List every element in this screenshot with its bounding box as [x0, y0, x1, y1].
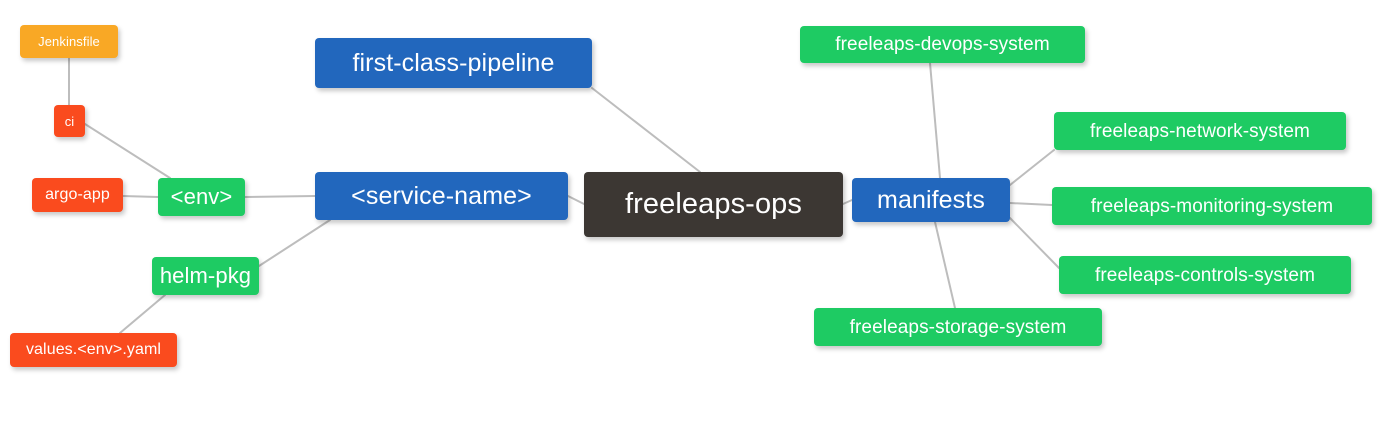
node-root[interactable]: freeleaps-ops — [584, 172, 843, 237]
edge-manifests-to-monitoring — [1009, 202, 1053, 206]
node-network[interactable]: freeleaps-network-system — [1054, 112, 1346, 150]
node-pipeline[interactable]: first-class-pipeline — [315, 38, 592, 88]
edge-env-to-ci — [84, 123, 171, 179]
edge-root-to-pipeline — [591, 87, 701, 173]
edge-manifests-to-controls — [1009, 217, 1060, 269]
node-storage[interactable]: freeleaps-storage-system — [814, 308, 1102, 346]
node-controls[interactable]: freeleaps-controls-system — [1059, 256, 1351, 294]
node-values[interactable]: values.<env>.yaml — [10, 333, 177, 367]
edge-manifests-to-network — [1009, 149, 1055, 186]
node-monitoring[interactable]: freeleaps-monitoring-system — [1052, 187, 1372, 225]
node-devops[interactable]: freeleaps-devops-system — [800, 26, 1085, 63]
edge-manifests-to-devops — [929, 62, 941, 179]
node-jenkinsfile[interactable]: Jenkinsfile — [20, 25, 118, 58]
edge-env-to-argo — [122, 195, 159, 198]
node-manifests[interactable]: manifests — [852, 178, 1010, 222]
node-env[interactable]: <env> — [158, 178, 245, 216]
edge-service-to-env — [244, 195, 316, 198]
edge-root-to-service — [567, 195, 585, 205]
edge-service-to-helm — [258, 219, 331, 267]
node-service[interactable]: <service-name> — [315, 172, 568, 220]
edge-helm-to-values — [119, 294, 166, 334]
node-argo[interactable]: argo-app — [32, 178, 123, 212]
edge-manifests-to-storage — [934, 221, 956, 309]
node-helm[interactable]: helm-pkg — [152, 257, 259, 295]
node-ci[interactable]: ci — [54, 105, 85, 137]
edge-root-to-manifests — [842, 199, 853, 205]
